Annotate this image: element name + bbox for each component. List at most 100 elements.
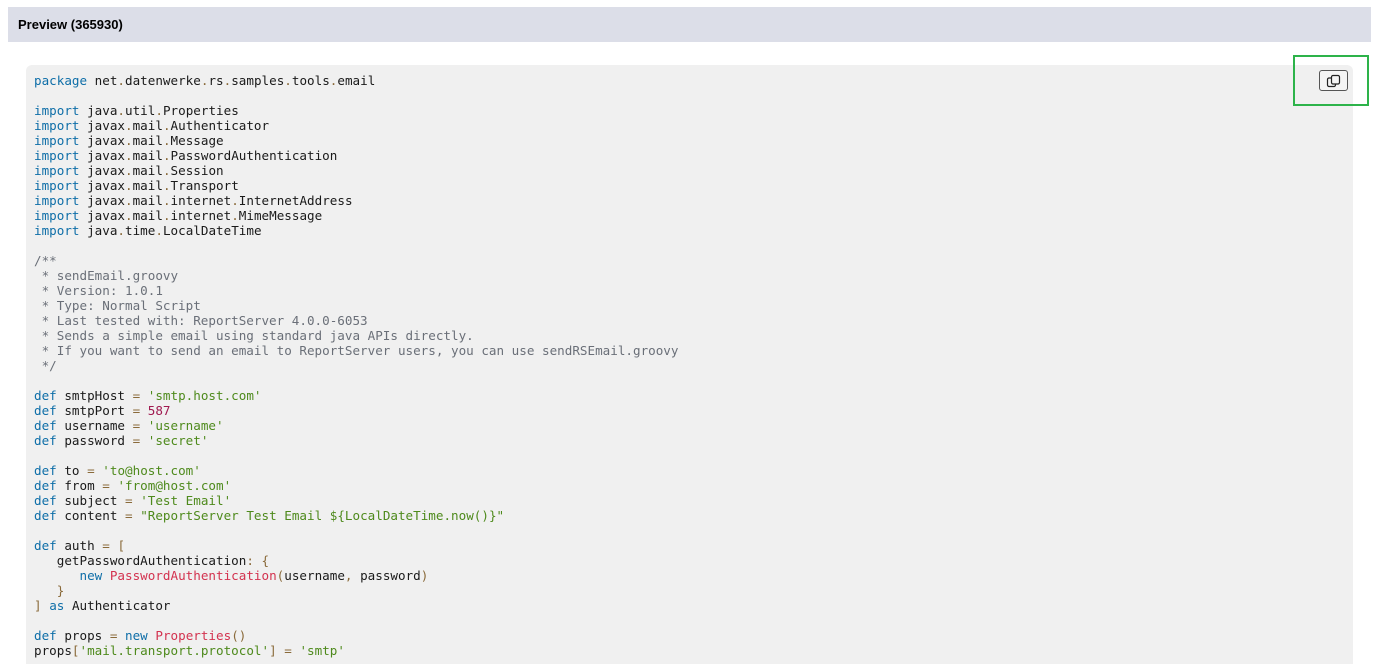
code-token: "ReportServer Test Email ${LocalDateTime… [140, 508, 505, 523]
panel-header: Preview (365930) [8, 7, 1371, 42]
code-token: . [125, 178, 133, 193]
code-token: . [125, 148, 133, 163]
code-token [254, 553, 262, 568]
code-line [34, 88, 678, 103]
code-token: * Sends a simple email using standard ja… [34, 328, 474, 343]
code-line [34, 448, 678, 463]
code-token: . [223, 73, 232, 88]
code-line: new PasswordAuthentication(username, pas… [34, 568, 678, 583]
code-line: * Type: Normal Script [34, 298, 678, 313]
copy-button[interactable] [1319, 70, 1348, 91]
code-token: tools [291, 73, 330, 88]
code-line: def password = 'secret' [34, 433, 678, 448]
code-token: . [117, 223, 126, 238]
code-preview: package net.datenwerke.rs.samples.tools.… [26, 65, 1353, 664]
code-token: import [34, 103, 80, 118]
code-token: internet [170, 193, 232, 208]
code-line: * Version: 1.0.1 [34, 283, 678, 298]
code-token: . [117, 103, 126, 118]
code-token: = [132, 388, 141, 403]
code-token: . [125, 208, 133, 223]
code-token: Properties [162, 103, 239, 118]
code-line: import javax.mail.Authenticator [34, 118, 678, 133]
code-token: time [125, 223, 156, 238]
code-token: Session [170, 163, 224, 178]
code-token: 'to@host.com' [102, 463, 201, 478]
code-token: javax [79, 163, 125, 178]
code-token: ) [420, 568, 429, 583]
copy-icon [1326, 74, 1341, 87]
code-token [140, 418, 148, 433]
code-token: import [34, 118, 80, 133]
code-token: rs [208, 73, 224, 88]
code-token: . [200, 73, 209, 88]
code-token: javax [79, 208, 125, 223]
code-token: 'smtp.host.com' [147, 388, 262, 403]
code-line [34, 238, 678, 253]
code-token: . [125, 118, 133, 133]
code-token: MimeMessage [238, 208, 323, 223]
code-token: * Version: 1.0.1 [34, 283, 163, 298]
code-token: package [34, 73, 88, 88]
code-token: . [117, 73, 126, 88]
code-line: } [34, 583, 678, 598]
code-token: . [162, 133, 171, 148]
code-token: mail [132, 193, 163, 208]
copy-button-highlight [1293, 55, 1369, 106]
code-token [140, 388, 148, 403]
code-token: def [34, 403, 57, 418]
code-token: password [56, 433, 133, 448]
code-token: * Type: Normal Script [34, 298, 201, 313]
code-token: samples [231, 73, 285, 88]
code-token: mail [132, 133, 163, 148]
code-token: . [125, 163, 133, 178]
code-token: mail [132, 148, 163, 163]
code-token: def [34, 388, 57, 403]
code-token: import [34, 193, 80, 208]
code-token: import [34, 178, 80, 193]
code-token: import [34, 133, 80, 148]
code-line: def from = 'from@host.com' [34, 478, 678, 493]
code-line: * Last tested with: ReportServer 4.0.0-6… [34, 313, 678, 328]
code-token: to [56, 463, 88, 478]
code-token: : [246, 553, 254, 568]
code-token: * Last tested with: ReportServer 4.0.0-6… [34, 313, 368, 328]
code-token: * If you want to send an email to Report… [34, 343, 679, 358]
code-line: */ [34, 358, 678, 373]
code-line: def username = 'username' [34, 418, 678, 433]
code-line: * sendEmail.groovy [34, 268, 678, 283]
code-token: . [162, 208, 171, 223]
code-token: util [125, 103, 156, 118]
code-token: PasswordAuthentication [109, 568, 277, 583]
code-token: 'smtp' [299, 643, 345, 658]
code-token: content [56, 508, 125, 523]
code-token: . [284, 73, 292, 88]
code-token: { [261, 553, 270, 568]
code-line [34, 523, 678, 538]
code-token: import [34, 163, 80, 178]
code-line: import javax.mail.PasswordAuthentication [34, 148, 678, 163]
code-token: ] [34, 598, 42, 613]
code-line: import javax.mail.Session [34, 163, 678, 178]
code-line: import javax.mail.Transport [34, 178, 678, 193]
code-token: props [34, 643, 72, 658]
code-token: as [49, 598, 65, 613]
code-line: import java.time.LocalDateTime [34, 223, 678, 238]
code-token: javax [79, 133, 125, 148]
code-token: 'Test Email' [140, 493, 232, 508]
code-token: () [231, 628, 247, 643]
code-token: */ [34, 358, 57, 373]
code-line: /** [34, 253, 678, 268]
code-line: ] as Authenticator [34, 598, 678, 613]
code-token: import [34, 208, 80, 223]
code-token: = [125, 508, 133, 523]
code-line: props['mail.transport.protocol'] = 'smtp… [34, 643, 678, 658]
code-token: Transport [170, 178, 239, 193]
code-token: password [352, 568, 421, 583]
code-token: Message [170, 133, 224, 148]
code-line [34, 613, 678, 628]
code-token: = [284, 643, 292, 658]
code-token: getPasswordAuthentication [34, 553, 247, 568]
code-token: [ [117, 538, 126, 553]
code-token [34, 568, 80, 583]
